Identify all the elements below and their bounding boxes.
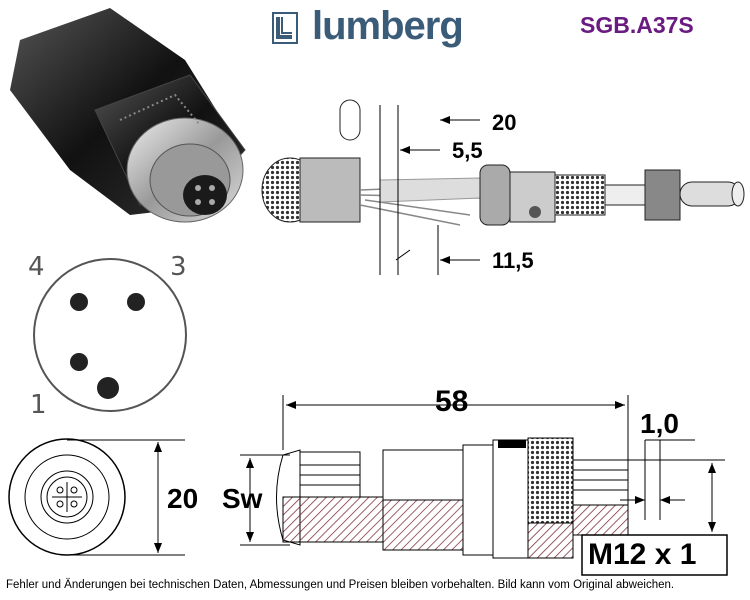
lumberg-logo-icon xyxy=(272,12,298,44)
dimension-20-top: 20 xyxy=(492,110,517,135)
pin-layout xyxy=(33,258,187,412)
exploded-view xyxy=(261,99,745,275)
front-face-view xyxy=(8,438,185,556)
dimension-1-0: 1,0 xyxy=(640,408,679,439)
part-number: SGB.A37S xyxy=(580,12,694,38)
thread-size: M12 x 1 xyxy=(588,538,697,571)
pin-label-4: 4 xyxy=(28,252,45,282)
dimension-20-face: 20 xyxy=(167,483,199,514)
dimension-11-5: 11,5 xyxy=(492,248,534,273)
connector-photo xyxy=(10,8,246,223)
pin-label-1: 1 xyxy=(30,390,47,420)
dimension-5-5: 5,5 xyxy=(452,138,483,163)
dimension-58: 58 xyxy=(435,385,469,418)
disclaimer-footer: Fehler und Änderungen bei technischen Da… xyxy=(6,579,675,591)
dimension-sw: Sw xyxy=(222,483,263,514)
pin-label-3: 3 xyxy=(170,252,187,282)
brand-name: lumberg xyxy=(312,4,464,48)
side-section-view xyxy=(240,395,728,576)
